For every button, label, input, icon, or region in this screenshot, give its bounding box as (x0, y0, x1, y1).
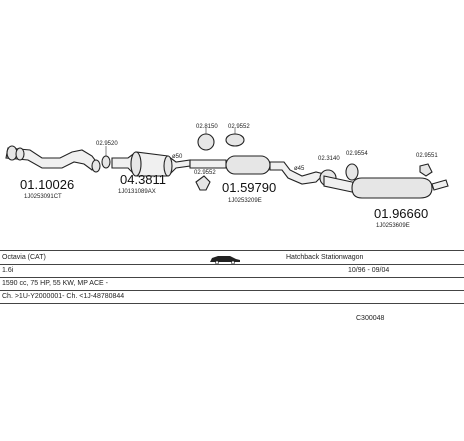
chassis-label: Ch. >1U-Y2000001- Ch. <1J-48780844 (2, 293, 125, 300)
info-rule-top (0, 250, 464, 251)
hanger-a (195, 175, 211, 191)
front-pipe (5, 145, 101, 173)
diameter-b-label: ø45 (294, 166, 305, 172)
info-rule-4 (0, 303, 464, 304)
years-label: 10/96 - 09/04 (348, 267, 390, 274)
part-3-number: 01.59790 (222, 180, 276, 195)
info-rule-1 (0, 264, 464, 265)
hanger-b (419, 163, 433, 177)
middle-silencer (189, 155, 326, 185)
part-2-number: 04.3811 (120, 172, 166, 187)
hanger-a-label: 02.9552 (194, 170, 216, 176)
code-label: C300048 (356, 315, 385, 322)
model-label: Octavia (CAT) (2, 254, 46, 261)
hanger-b-label: 02.9551 (416, 153, 438, 159)
spec-label: 1590 cc, 75 HP, 55 KW, MP ACE - (2, 280, 108, 287)
part-4-ref: 1J0253609E (376, 223, 410, 229)
clamp-d-label: 02.3140 (318, 156, 340, 162)
exhaust-system-diagram: 01.10026 1J0253091CT 04.3811 1J0131089AX… (5, 124, 449, 229)
car-icon (208, 254, 242, 266)
clamp-c (225, 128, 245, 147)
part-4-number: 01.96660 (374, 206, 428, 221)
part-3-ref: 1J0253209E (228, 198, 262, 204)
clamp-e-label: 02.9554 (346, 151, 368, 157)
clamp-e (345, 163, 359, 181)
clamp-b (197, 128, 215, 151)
clamp-c-label: 02.9552 (228, 124, 250, 130)
clamp-b-label: 02.8150 (196, 124, 218, 130)
engine-label: 1.6i (2, 267, 14, 274)
diameter-a-label: ø50 (172, 154, 183, 160)
part-1-number: 01.10026 (20, 177, 74, 192)
part-1-ref: 1J0253091CT (24, 194, 62, 200)
clamp-a-label: 02.9520 (96, 141, 118, 147)
part-2-ref: 1J0131089AX (118, 189, 156, 195)
body-label: Hatchback Stationwagon (286, 254, 364, 261)
info-rule-3 (0, 290, 464, 291)
rear-silencer (323, 175, 449, 199)
info-rule-2 (0, 277, 464, 278)
clamp-a (101, 146, 111, 169)
